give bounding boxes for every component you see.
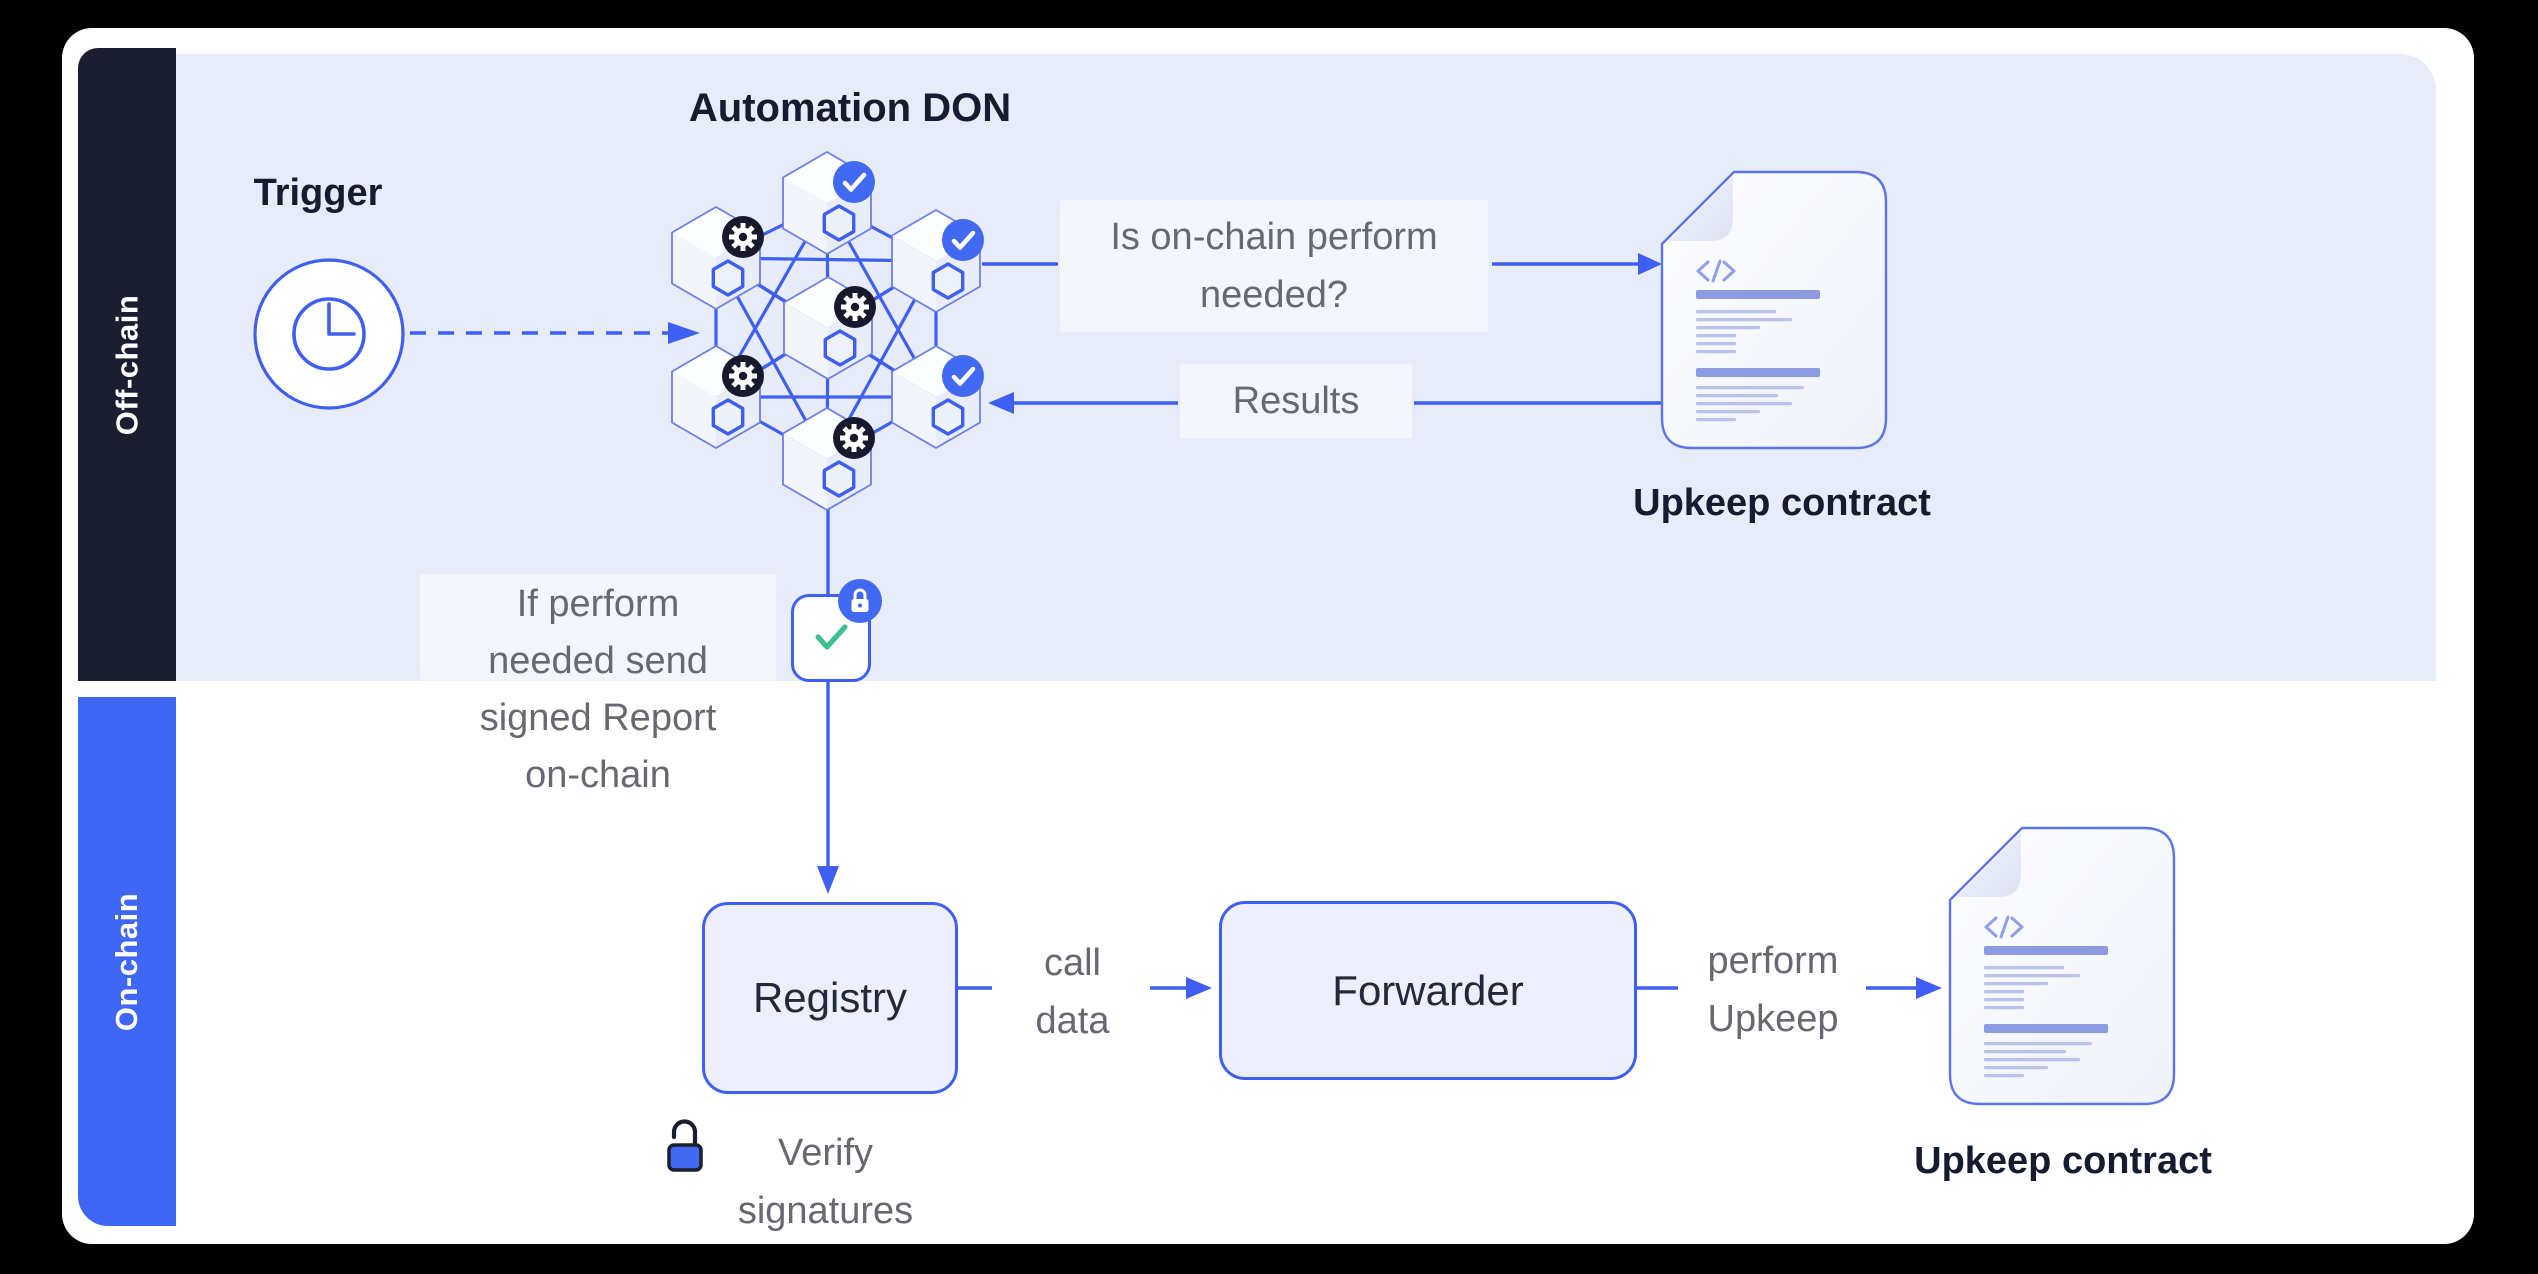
don-node — [782, 151, 875, 255]
don-node — [671, 345, 764, 449]
verify-signatures-line: Verify — [777, 1132, 874, 1174]
upkeep-contract-label: Upkeep contract — [1914, 1140, 2212, 1182]
trigger-label: Trigger — [253, 172, 383, 214]
offchain-sidebar: Off-chain — [78, 48, 176, 681]
arrowhead-left — [988, 392, 1014, 414]
check-badge-icon — [942, 219, 984, 261]
arrowhead-down — [817, 866, 839, 894]
unlock-icon — [667, 1119, 703, 1172]
report-note-line: on-chain — [525, 754, 671, 796]
gear-badge-icon — [722, 216, 764, 258]
chainlink-hexagon-icon — [822, 204, 856, 242]
arrowhead-right — [1916, 977, 1942, 999]
forwarder-label: Forwarder — [1332, 966, 1524, 1014]
check-badge-icon — [833, 161, 875, 203]
onchain-sidebar: On-chain — [78, 697, 176, 1226]
check-badge-icon — [942, 355, 984, 397]
upkeep-contract-document-icon — [1660, 170, 1888, 450]
question-label: Is on-chain perform needed? — [1060, 200, 1488, 332]
don-node — [782, 407, 875, 511]
report-note-line: signed Report — [479, 697, 717, 739]
forwarder-box: Forwarder — [1219, 901, 1637, 1080]
lock-badge-icon — [838, 579, 882, 623]
chainlink-hexagon-icon — [711, 398, 745, 436]
verify-signatures-line: signatures — [737, 1190, 914, 1232]
chainlink-hexagon-icon — [823, 329, 857, 367]
call-data-label: call data — [995, 934, 1150, 1050]
chainlink-hexagon-icon — [822, 460, 856, 498]
don-node — [671, 206, 764, 310]
don-node — [891, 209, 984, 313]
clock-icon — [253, 258, 405, 410]
automation-don-network — [671, 151, 984, 511]
perform-upkeep-label: perform Upkeep — [1668, 932, 1878, 1048]
check-icon — [815, 624, 848, 650]
results-line: Results — [1232, 380, 1360, 422]
registry-label: Registry — [752, 974, 908, 1021]
don-node — [783, 276, 876, 380]
question-line: Is on-chain perform — [1110, 216, 1438, 258]
chainlink-hexagon-icon — [931, 262, 965, 300]
upkeep-contract-label: Upkeep contract — [1633, 482, 1931, 524]
lock-icon — [851, 588, 869, 612]
question-line: needed? — [1200, 274, 1348, 316]
call-data-line: data — [1035, 1000, 1110, 1042]
chainlink-hexagon-icon — [931, 398, 965, 436]
report-note-line: If perform — [516, 583, 680, 625]
gear-badge-icon — [833, 417, 875, 459]
report-note: If perform needed send signed Report on-… — [420, 574, 776, 806]
report-note-line: needed send — [488, 640, 708, 682]
arrowhead-right — [1638, 253, 1662, 275]
don-title: Automation DON — [688, 86, 1012, 130]
perform-upkeep-line: perform — [1707, 940, 1839, 982]
gear-badge-icon — [834, 286, 876, 328]
don-node — [891, 345, 984, 449]
registry-box: Registry — [702, 902, 958, 1094]
verify-signatures-label: Verify signatures — [718, 1124, 933, 1240]
call-data-line: call — [1043, 942, 1102, 984]
chainlink-hexagon-icon — [711, 259, 745, 297]
results-label: Results — [1180, 364, 1412, 438]
arrowhead-right — [1186, 977, 1212, 999]
perform-upkeep-line: Upkeep — [1707, 998, 1839, 1040]
arrowhead-right — [668, 322, 700, 344]
gear-badge-icon — [722, 355, 764, 397]
upkeep-contract-document-icon — [1948, 826, 2176, 1106]
